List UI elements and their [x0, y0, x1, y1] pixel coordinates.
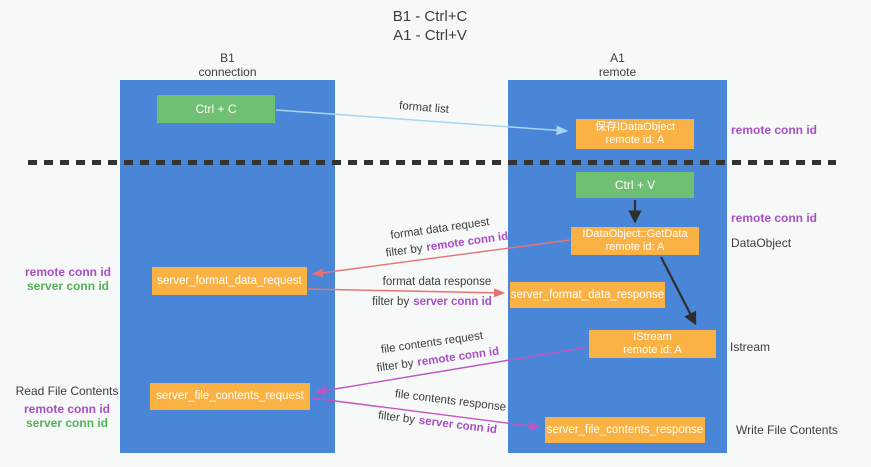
server-format-data-request-label: server_format_data_request [157, 274, 302, 287]
save-idataobject-line1: 保存IDataObject [594, 121, 676, 133]
save-idataobject-box: 保存IDataObject remote id: A [576, 119, 694, 149]
lifeline-b1-role: connection [198, 65, 257, 79]
ctrl-c-box: Ctrl + C [157, 95, 275, 123]
format-data-response-label: format data response [382, 276, 492, 288]
filter-by-text: filter by [372, 296, 410, 308]
server-format-data-response-label: server_format_data_response [510, 288, 665, 301]
server-conn-id-label-format: server conn id [26, 279, 110, 293]
lifeline-header-a1: A1 remote [508, 51, 727, 79]
read-file-contents-label: Read File Contents [15, 384, 119, 398]
title-line-1: B1 - Ctrl+C [392, 8, 468, 25]
server-format-data-response-box: server_format_data_response [510, 282, 665, 308]
filter-by-text: filter by [376, 357, 415, 375]
filter-by-text: filter by [377, 409, 416, 427]
filter-server-conn-id: server conn id [418, 414, 498, 437]
remote-conn-id-label-format: remote conn id [24, 265, 111, 279]
istream-line2: remote id: A [623, 344, 682, 356]
lifeline-a1-role: remote [598, 65, 637, 79]
ctrl-v-label: Ctrl + V [614, 178, 656, 192]
file-conn-id-labels: Read File Contents remote conn id server… [12, 384, 122, 430]
getdata-line1: IDataObject::GetData [582, 228, 688, 240]
remote-conn-id-label-file: remote conn id [23, 402, 110, 416]
idataobject-getdata-box: IDataObject::GetData remote id: A [571, 227, 699, 255]
ctrl-v-box: Ctrl + V [576, 172, 694, 198]
lifeline-b1-name: B1 [220, 51, 235, 65]
getdata-line2: remote id: A [605, 241, 665, 253]
istream-box: IStream remote id: A [589, 330, 716, 358]
server-format-data-request-box: server_format_data_request [152, 267, 307, 295]
lifeline-a1-name: A1 [610, 51, 625, 65]
format-conn-id-labels: remote conn id server conn id [18, 265, 118, 293]
write-file-contents-label: Write File Contents [736, 423, 838, 437]
remote-conn-id-label-top: remote conn id [731, 123, 818, 137]
remote-conn-id-label-mid: remote conn id [731, 211, 818, 225]
server-file-contents-request-box: server_file_contents_request [150, 383, 310, 410]
save-idataobject-line2: remote id: A [605, 134, 665, 146]
format-list-label: format list [398, 100, 450, 116]
file-contents-response-label: file contents response [394, 388, 507, 414]
istream-line1: IStream [633, 331, 672, 343]
server-file-contents-request-label: server_file_contents_request [156, 390, 304, 402]
filter-by-text: filter by [385, 242, 424, 260]
phase-separator-dashed-line [28, 160, 836, 165]
server-conn-id-label-file: server conn id [25, 416, 109, 430]
ctrl-c-label: Ctrl + C [195, 102, 237, 116]
dataobject-label: DataObject [731, 236, 792, 250]
server-file-contents-response-label: server_file_contents_response [546, 423, 704, 436]
filter-server-conn-id: server conn id [413, 296, 492, 308]
title-line-2: A1 - Ctrl+V [393, 27, 467, 44]
lifeline-header-b1: B1 connection [120, 51, 335, 79]
server-file-contents-response-box: server_file_contents_response [545, 417, 705, 443]
istream-side-label: Istream [730, 340, 771, 354]
format-data-response-arrow [307, 288, 506, 298]
diagram-title: B1 - Ctrl+C A1 - Ctrl+V [330, 7, 530, 45]
